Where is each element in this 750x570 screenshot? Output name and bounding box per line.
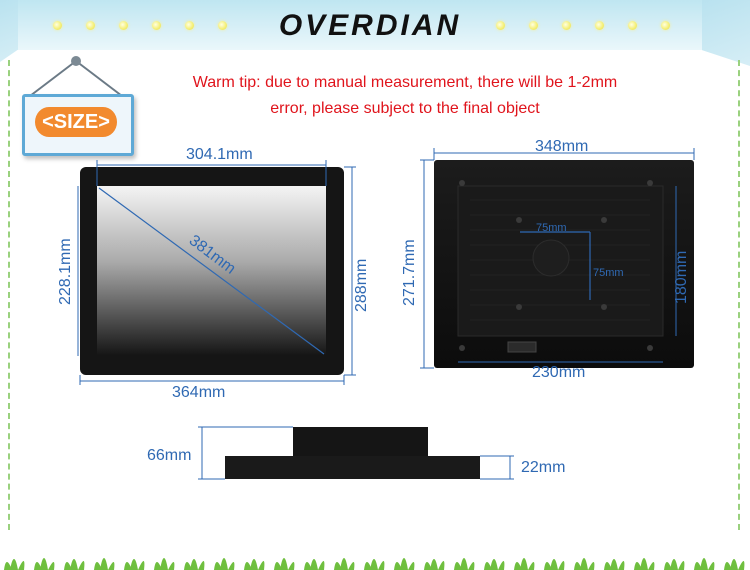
sign-nail-icon: [71, 56, 81, 66]
back-mount-plate: [457, 185, 664, 337]
label-vesa-h: 75mm: [536, 222, 567, 234]
banner-ribbon-left: [0, 0, 18, 62]
light-bulb-icon: [496, 21, 505, 30]
light-bulb-icon: [185, 21, 194, 30]
label-vesa-v: 75mm: [593, 267, 624, 279]
sign-label: <SIZE>: [35, 107, 117, 137]
label-total-depth: 66mm: [147, 447, 192, 464]
label-mount-width: 230mm: [532, 364, 586, 381]
diagonal-line: [98, 187, 325, 355]
left-dashed-border: [8, 60, 10, 530]
side-panel: [225, 456, 480, 479]
warm-tip: Warm tip: due to manual measurement, the…: [160, 70, 650, 122]
light-bulb-icon: [628, 21, 637, 30]
light-bulb-icon: [218, 21, 227, 30]
grass-border: [4, 558, 745, 570]
side-view: [198, 426, 514, 480]
connector-port-icon: [507, 341, 537, 353]
sign-string: [29, 60, 123, 97]
warm-tip-line-1: Warm tip: due to manual measurement, the…: [192, 74, 618, 91]
warm-tip-line-2: error, please subject to the final objec…: [270, 100, 540, 117]
label-screen-width: 304.1mm: [186, 146, 253, 163]
light-bulb-icon: [119, 21, 128, 30]
brand-logo: OVERDIAN: [278, 9, 462, 42]
light-bulb-icon: [661, 21, 670, 30]
sign-board: <SIZE>: [22, 94, 134, 156]
light-bulb-icon: [595, 21, 604, 30]
label-screen-height: 228.1mm: [57, 238, 74, 305]
label-panel-depth: 22mm: [521, 459, 566, 476]
light-bulb-icon: [86, 21, 95, 30]
light-bulb-icon: [562, 21, 571, 30]
speaker-grille-icon: [532, 239, 570, 277]
size-sign: <SIZE>: [18, 56, 138, 156]
label-outer-height: 288mm: [353, 258, 370, 312]
front-view: [77, 160, 356, 385]
label-back-height: 271.7mm: [401, 239, 418, 306]
label-mount-height: 180mm: [673, 250, 690, 304]
label-back-width: 348mm: [535, 138, 589, 155]
light-bulb-icon: [152, 21, 161, 30]
side-rear-housing: [293, 427, 428, 456]
light-bulb-icon: [53, 21, 62, 30]
back-view: [420, 148, 695, 369]
label-outer-width: 364mm: [172, 384, 226, 401]
light-bulb-icon: [529, 21, 538, 30]
right-dashed-border: [738, 60, 740, 530]
